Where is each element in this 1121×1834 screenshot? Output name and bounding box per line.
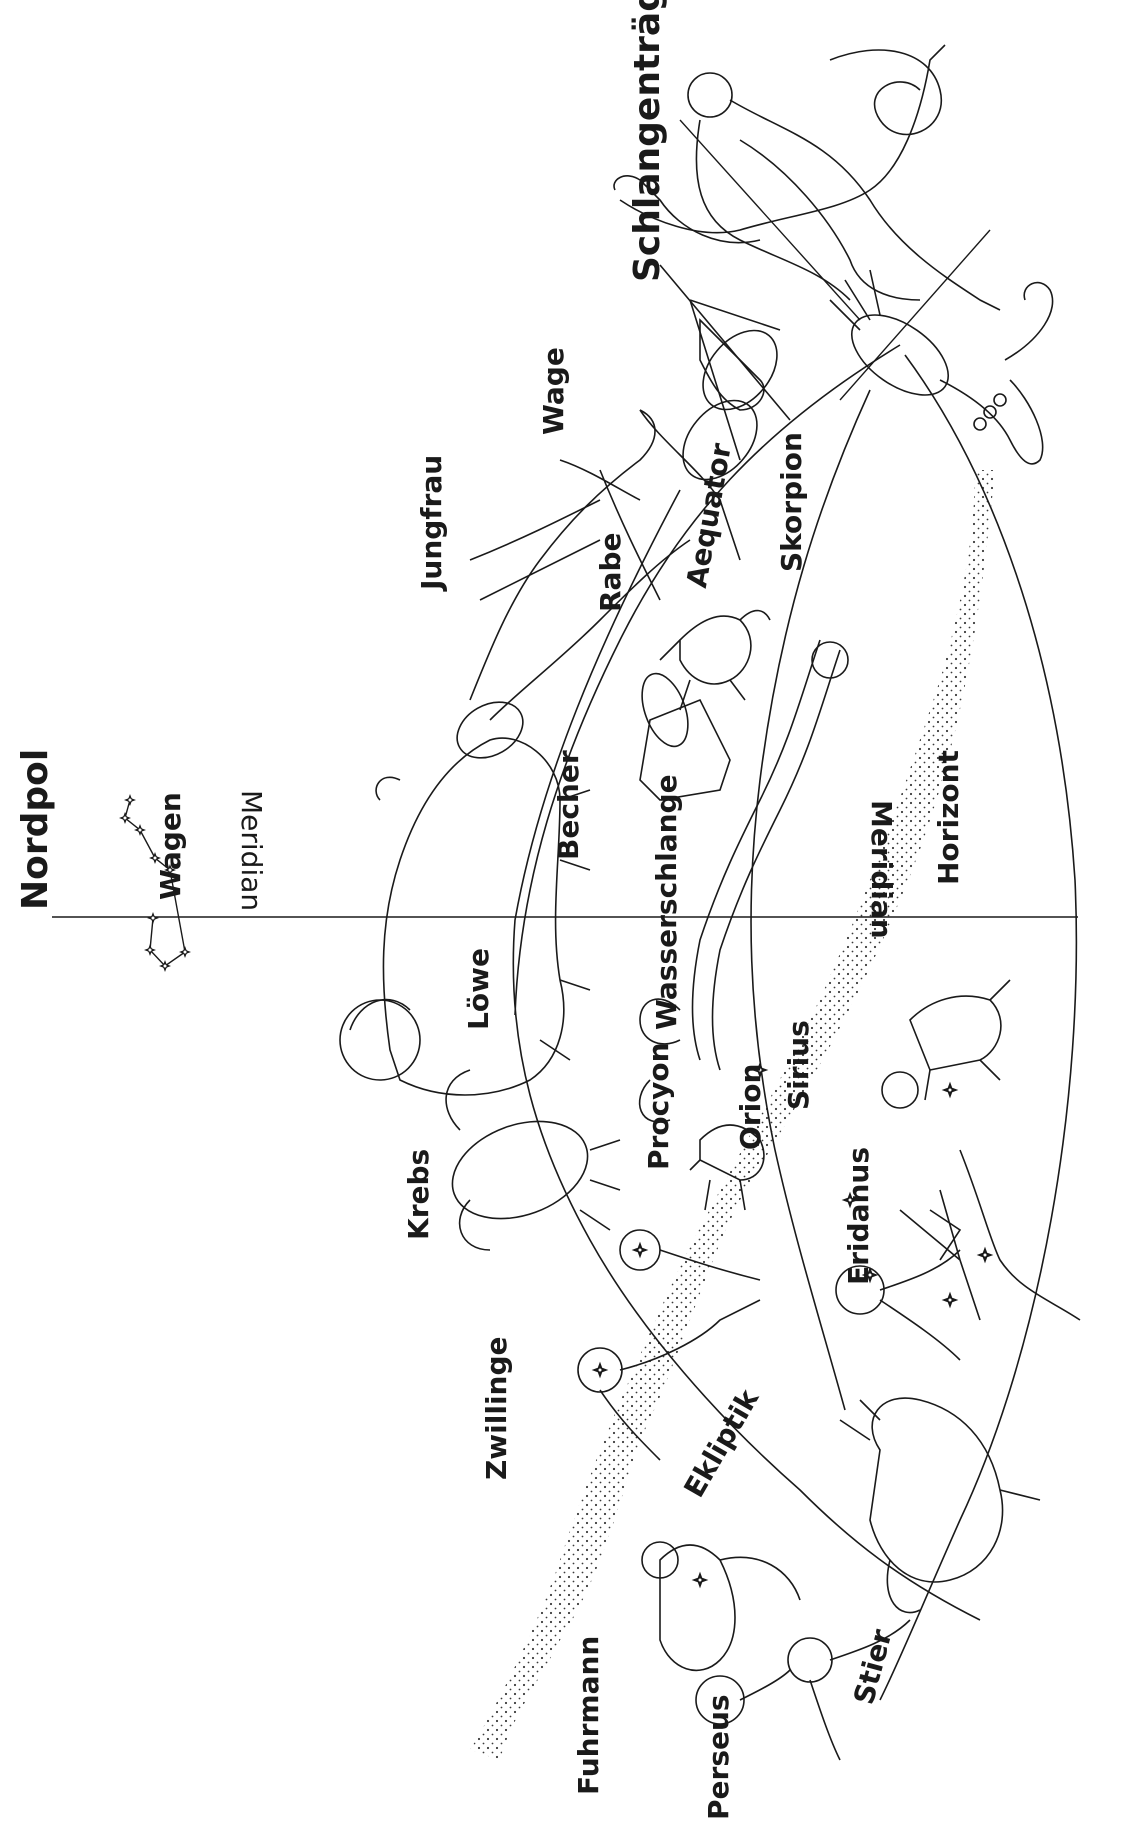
skorpion-label: Skorpion (778, 432, 806, 572)
wage-label: Wage (540, 347, 568, 435)
fuhrmann-figure (642, 1542, 800, 1670)
skorpion-figure (830, 270, 1053, 464)
procyon-label: Procyon (645, 1042, 673, 1170)
milky-way (470, 470, 995, 1760)
schlangentraeger-figure (614, 45, 1000, 310)
skorpion-line (840, 230, 990, 400)
eridanus-river (960, 1150, 1080, 1320)
krebs-label: Krebs (405, 1149, 433, 1240)
wasserschlange-label: Wasserschlange (653, 774, 681, 1030)
loewe-label: Löwe (465, 948, 493, 1030)
orion-label: Orion (737, 1064, 765, 1150)
meridian-top-label: Meridian (237, 790, 265, 911)
krebs-figure (439, 1070, 620, 1250)
horizont-label: Horizont (935, 750, 963, 885)
schlangentraeger-label: Schlangenträger (630, 0, 666, 282)
ecliptic-line (513, 490, 980, 1620)
meridian-bottom-label: Meridian (867, 800, 895, 939)
nordpol-label: Nordpol (18, 749, 54, 910)
becher-label: Becher (555, 750, 583, 860)
jungfrau-label: Jungfrau (418, 455, 446, 590)
sirius-figure (882, 980, 1010, 1108)
rabe-label: Rabe (597, 533, 625, 613)
fuhrmann-label: Fuhrmann (575, 1636, 603, 1795)
sirius-label: Sirius (785, 1020, 813, 1110)
perseus-label: Perseus (705, 1694, 733, 1820)
schlangentraeger-line (680, 120, 860, 320)
stier-figure (840, 1398, 1040, 1613)
wagen-label: Wagen (157, 792, 185, 900)
zwillinge-label: Zwillinge (483, 1336, 511, 1480)
rabe-figure (660, 611, 770, 710)
eridanus-label: Eridanus (845, 1147, 873, 1285)
